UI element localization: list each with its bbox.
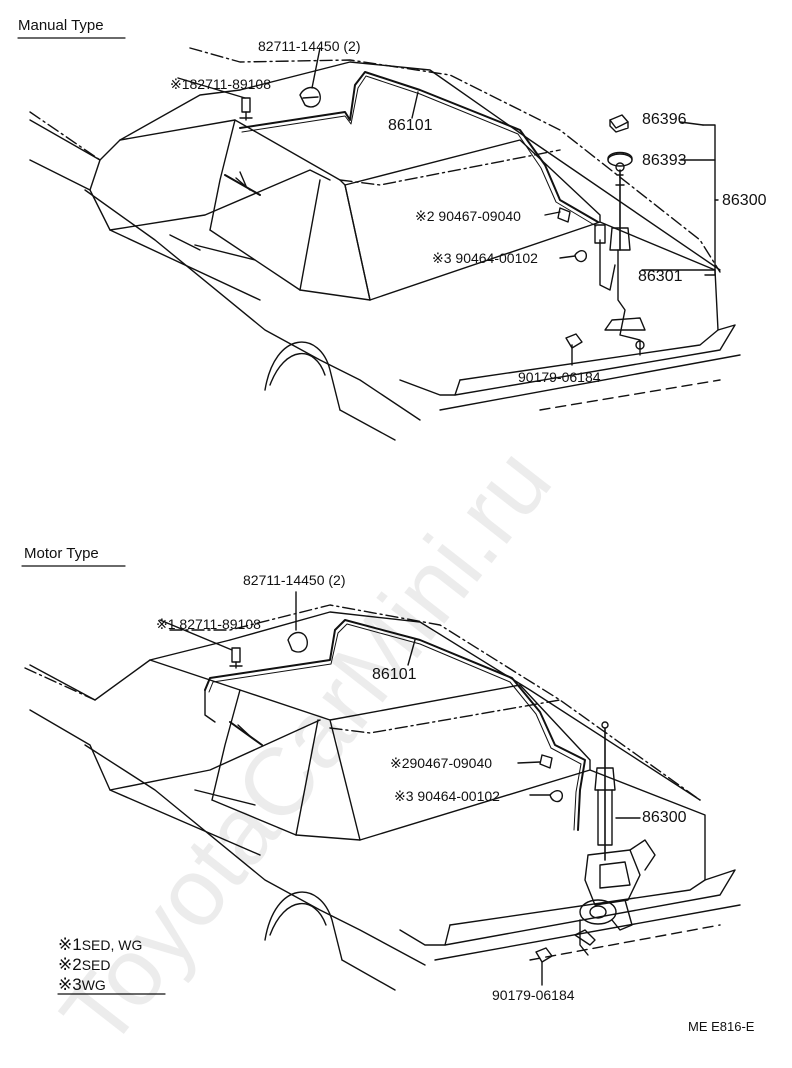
legend-text-1: SED, WG xyxy=(81,937,143,953)
figure-code: ME E816-E xyxy=(688,1019,755,1034)
legend-text-2: SED xyxy=(81,957,111,973)
label-86101-motor: 86101 xyxy=(372,666,417,683)
legend-mark-1: ※1 xyxy=(58,935,82,954)
label-90179-06184-manual: 90179-06184 xyxy=(518,369,601,385)
label-82711-14450-manual: 82711-14450 (2) xyxy=(258,38,361,54)
legend-item-1: ※1SED, WG xyxy=(58,936,142,953)
legend-item-2: ※2SED xyxy=(58,956,111,973)
label-90467-09040-manual: ※2 90467-09040 xyxy=(415,208,521,224)
label-90464-00102-manual: ※3 90464-00102 xyxy=(432,250,538,266)
label-82711-89108-motor: ※1 82711-89108 xyxy=(156,616,261,632)
label-82711-14450-motor: 82711-14450 (2) xyxy=(243,572,346,588)
label-82711-89108-manual: ※182711-89108 xyxy=(170,76,272,92)
legend-text-3: WG xyxy=(81,977,106,993)
legend-mark-3: ※3 xyxy=(58,975,82,994)
label-86300-manual: 86300 xyxy=(722,192,767,209)
label-86300-motor: 86300 xyxy=(642,809,687,826)
label-90467-09040-motor: ※290467-09040 xyxy=(390,755,493,771)
motor-type-car-drawing xyxy=(24,591,741,991)
label-90464-00102-motor: ※3 90464-00102 xyxy=(394,788,500,804)
label-86101-manual: 86101 xyxy=(388,117,433,134)
label-86393: 86393 xyxy=(642,152,687,169)
label-86396: 86396 xyxy=(642,111,687,128)
motor-type-title: Motor Type xyxy=(24,545,99,562)
legend-item-3: ※3WG xyxy=(58,976,106,993)
manual-type-car-drawing xyxy=(29,47,741,441)
legend-mark-2: ※2 xyxy=(58,955,82,974)
label-86301: 86301 xyxy=(638,268,683,285)
manual-type-title: Manual Type xyxy=(18,17,104,34)
label-90179-06184-motor: 90179-06184 xyxy=(492,987,575,1003)
